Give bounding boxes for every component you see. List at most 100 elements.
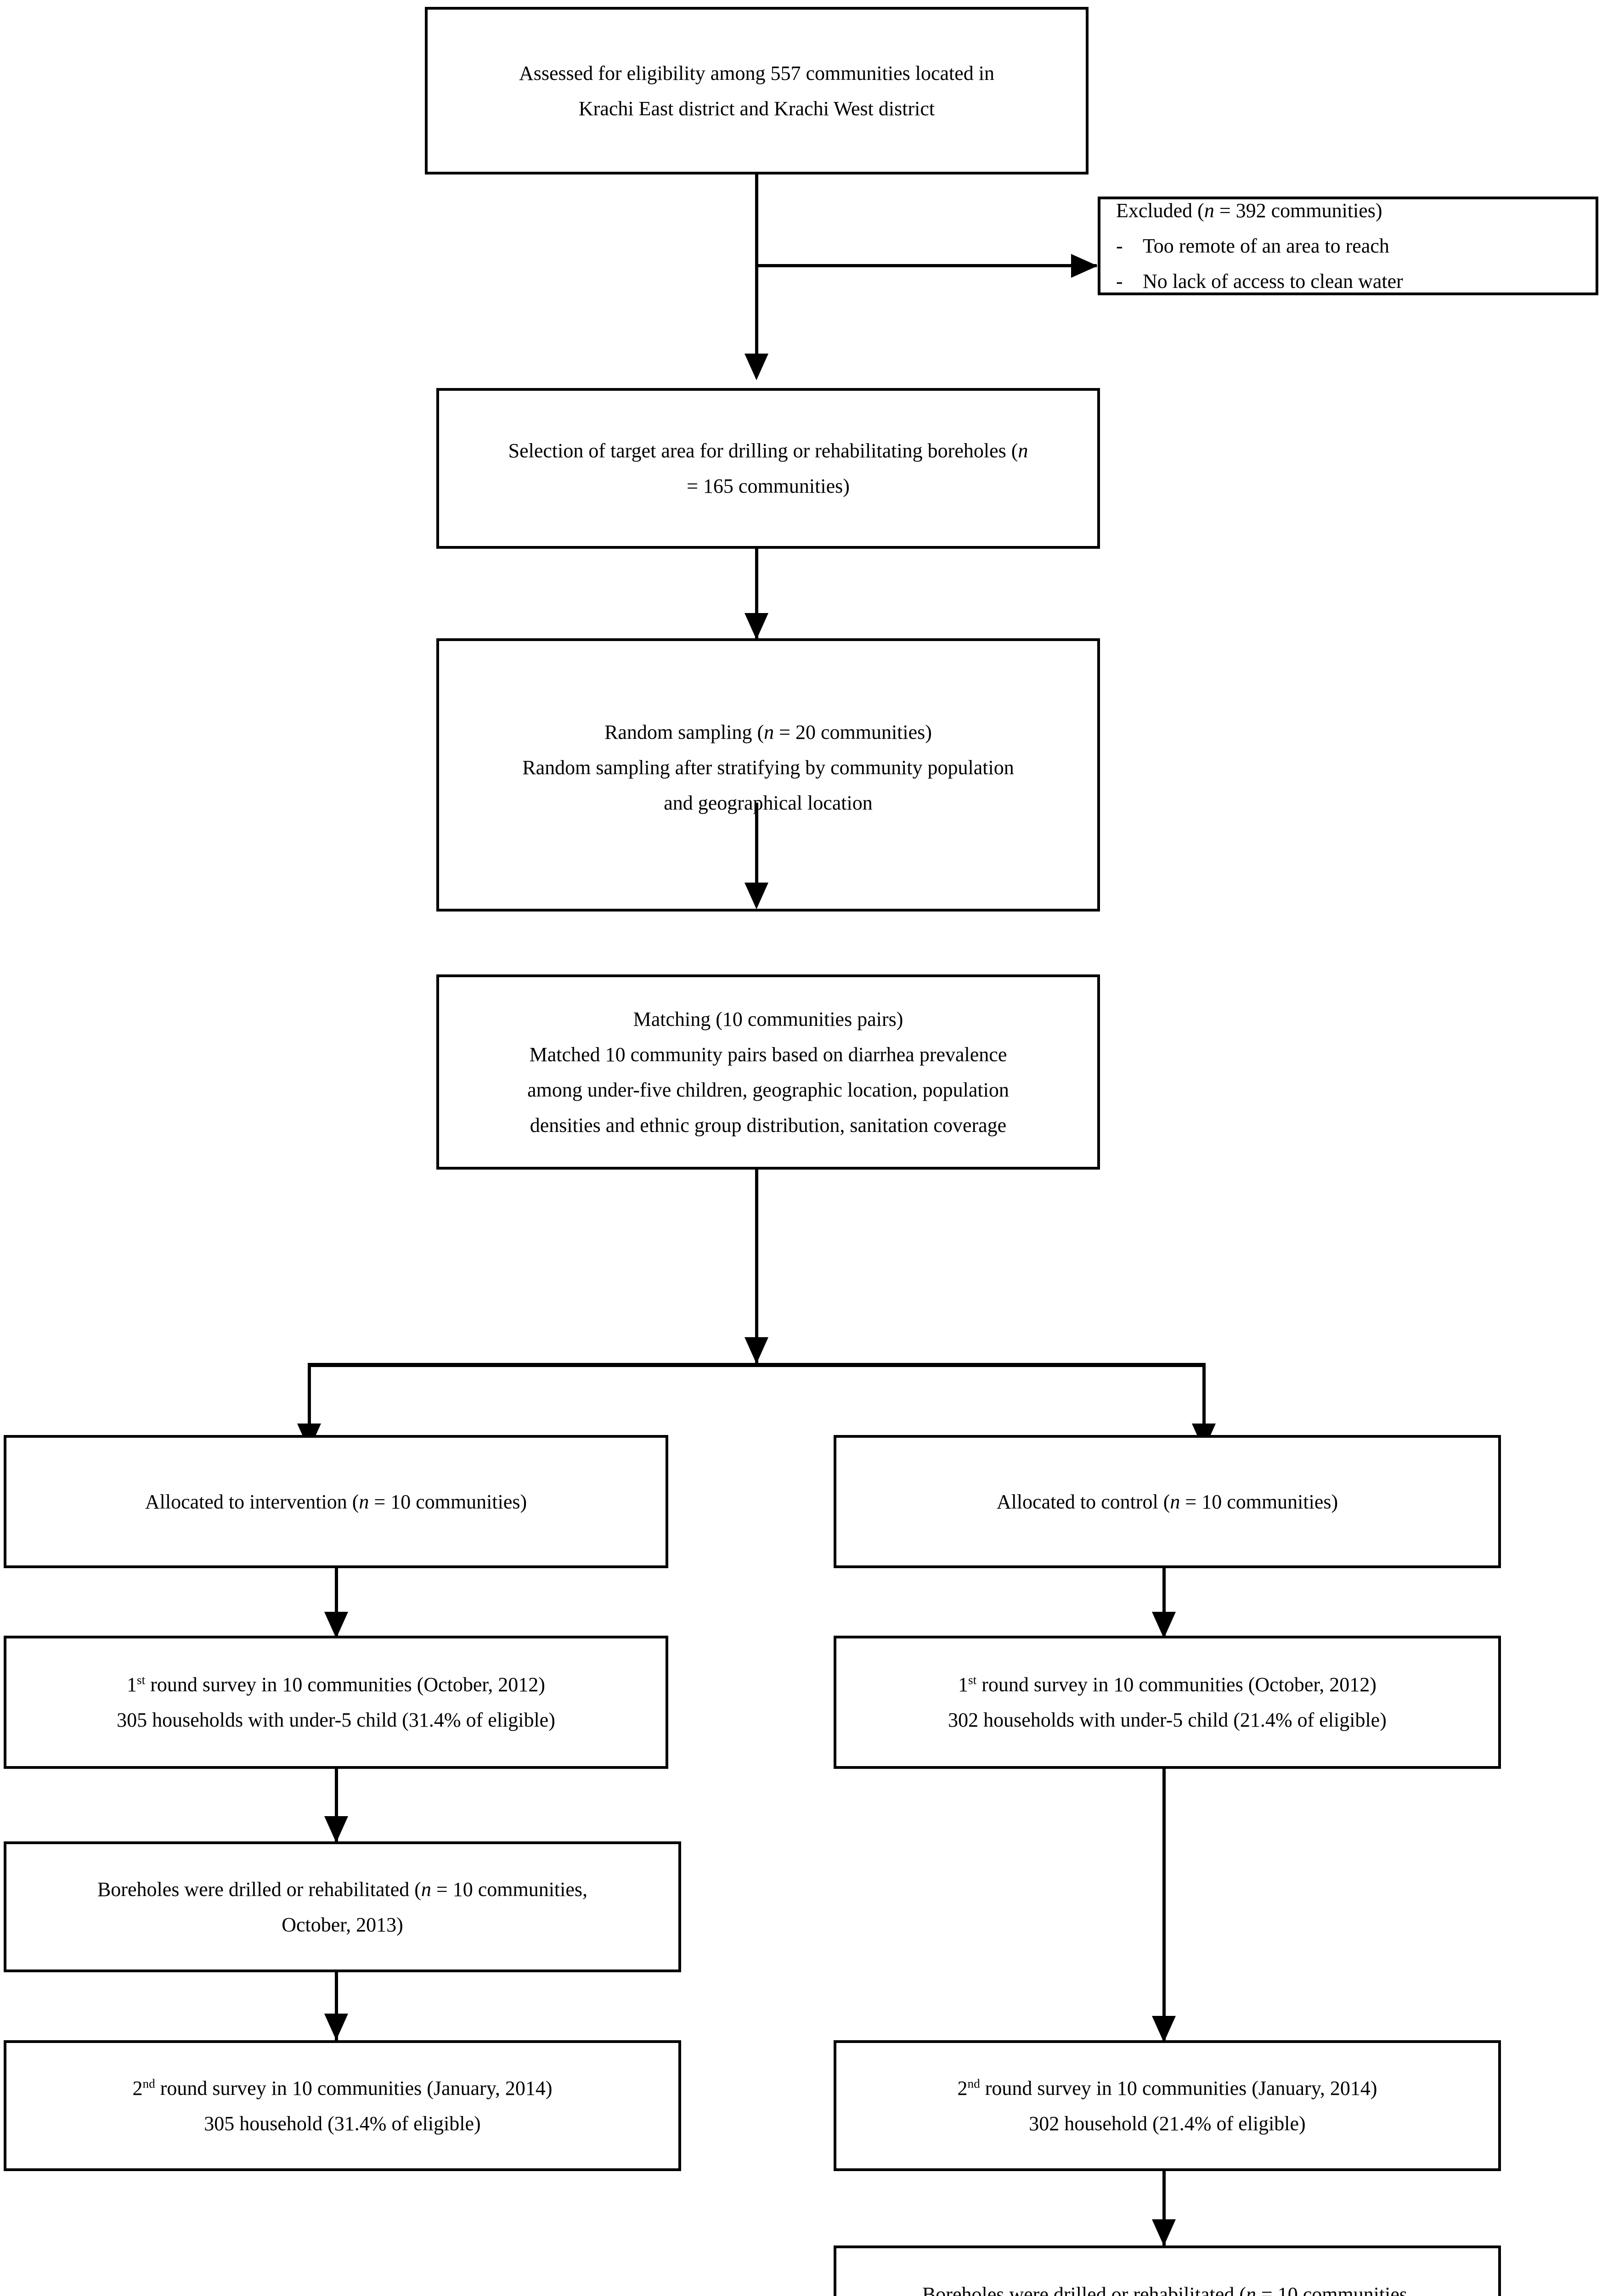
- boreholes-control-pre: Boreholes were drilled or rehabilitated …: [922, 2283, 1246, 2296]
- arrow-matching-to-split: [745, 1337, 768, 1364]
- alloc-control-n: n: [1170, 1490, 1180, 1513]
- survey2-intervention-line-2: 305 household (31.4% of eligible): [204, 2112, 481, 2135]
- survey2-intervention-sup: nd: [142, 2076, 155, 2090]
- connector-assessed-to-excluded: [757, 264, 1097, 267]
- connector-control-survey1-to-survey2: [1162, 1769, 1166, 2042]
- node-survey1-control: 1st round survey in 10 communities (Octo…: [834, 1636, 1501, 1769]
- survey1-intervention-rest: round survey in 10 communities (October,…: [145, 1673, 545, 1696]
- arrow-intervention-boreholes-to-survey2: [324, 2014, 348, 2040]
- survey1-intervention-sup: st: [137, 1673, 146, 1687]
- survey1-intervention-num: 1: [127, 1673, 137, 1696]
- split-bar-allocation: [308, 1363, 1206, 1367]
- boreholes-intervention-line-2: October, 2013): [282, 1913, 403, 1936]
- node-random-sampling: Random sampling (n = 20 communities) Ran…: [436, 638, 1100, 912]
- boreholes-control-post: = 10 communities,: [1256, 2283, 1413, 2296]
- excluded-bullet-2: - No lack of access to clean water: [1100, 264, 1596, 299]
- excluded-heading-post: = 392 communities): [1214, 199, 1382, 222]
- alloc-control-pre: Allocated to control (: [996, 1490, 1170, 1513]
- arrow-assessed-to-selection: [745, 354, 768, 380]
- excluded-heading-n: n: [1204, 199, 1214, 222]
- node-allocated-to-control: Allocated to control (n = 10 communities…: [834, 1435, 1501, 1568]
- bullet-dash-icon: -: [1116, 270, 1123, 293]
- arrow-assessed-to-excluded: [1071, 254, 1098, 278]
- survey2-intervention-line-1: 2nd round survey in 10 communities (Janu…: [22, 2071, 663, 2106]
- alloc-control-post: = 10 communities): [1180, 1490, 1338, 1513]
- excluded-heading-pre: Excluded (: [1116, 199, 1204, 222]
- arrow-control-survey1-to-survey2: [1152, 2016, 1176, 2043]
- arrow-intervention-survey1-to-boreholes: [324, 1816, 348, 1843]
- node-survey2-intervention: 2nd round survey in 10 communities (Janu…: [4, 2040, 681, 2171]
- node-allocated-to-intervention: Allocated to intervention (n = 10 commun…: [4, 1435, 668, 1568]
- node-matching: Matching (10 communities pairs) Matched …: [436, 974, 1100, 1170]
- arrow-control-alloc-to-survey1: [1152, 1612, 1176, 1638]
- alloc-intervention-pre: Allocated to intervention (: [145, 1490, 359, 1513]
- survey1-control-num: 1: [958, 1673, 969, 1696]
- arrow-random-sampling-internal: [745, 883, 768, 909]
- connector-selection-to-random-sampling: [755, 549, 758, 641]
- random-sampling-line-3: and geographical location: [664, 792, 873, 814]
- survey1-control-sup: st: [968, 1673, 977, 1687]
- alloc-control-line-1: Allocated to control (n = 10 communities…: [852, 1484, 1483, 1519]
- matching-line-4: densities and ethnic group distribution,…: [530, 1114, 1007, 1137]
- boreholes-intervention-post: = 10 communities,: [431, 1878, 588, 1901]
- assessed-line-2: Krachi East district and Krachi West dis…: [578, 97, 935, 120]
- excluded-bullet-2-text: No lack of access to clean water: [1143, 270, 1403, 293]
- survey1-control-line-1: 1st round survey in 10 communities (Octo…: [852, 1667, 1483, 1702]
- selection-line-1-n: n: [1018, 439, 1028, 462]
- alloc-intervention-post: = 10 communities): [369, 1490, 527, 1513]
- excluded-bullet-1-text: Too remote of an area to reach: [1143, 235, 1389, 257]
- boreholes-control-n: n: [1246, 2283, 1256, 2296]
- connector-matching-to-split: [755, 1170, 758, 1365]
- selection-line-1-pre: Selection of target area for drilling or…: [508, 439, 1018, 462]
- arrow-selection-to-random-sampling: [745, 613, 768, 640]
- random-sampling-line-1-post: = 20 communities): [774, 721, 932, 743]
- arrow-control-survey2-to-boreholes: [1152, 2219, 1176, 2246]
- connector-assessed-to-selection: [755, 174, 758, 363]
- alloc-intervention-line-1: Allocated to intervention (n = 10 commun…: [22, 1484, 650, 1519]
- random-sampling-line-1: Random sampling (n = 20 communities): [455, 715, 1082, 750]
- excluded-heading: Excluded (n = 392 communities): [1100, 193, 1602, 228]
- survey2-intervention-rest: round survey in 10 communities (January,…: [155, 2077, 553, 2099]
- node-boreholes-control: Boreholes were drilled or rehabilitated …: [834, 2245, 1501, 2296]
- node-survey2-control: 2nd round survey in 10 communities (Janu…: [834, 2040, 1501, 2171]
- random-sampling-line-2: Random sampling after stratifying by com…: [522, 756, 1014, 779]
- survey1-intervention-line-1: 1st round survey in 10 communities (Octo…: [22, 1667, 650, 1702]
- connector-control-survey2-to-boreholes: [1162, 2171, 1166, 2247]
- node-survey1-intervention: 1st round survey in 10 communities (Octo…: [4, 1636, 668, 1769]
- boreholes-intervention-line-1: Boreholes were drilled or rehabilitated …: [22, 1872, 663, 1907]
- boreholes-intervention-n: n: [421, 1878, 431, 1901]
- alloc-intervention-n: n: [359, 1490, 369, 1513]
- matching-line-1: Matching (10 communities pairs): [633, 1007, 903, 1030]
- boreholes-intervention-pre: Boreholes were drilled or rehabilitated …: [97, 1878, 421, 1901]
- survey2-control-line-1: 2nd round survey in 10 communities (Janu…: [852, 2071, 1483, 2106]
- node-assessed-for-eligibility: Assessed for eligibility among 557 commu…: [425, 7, 1089, 174]
- survey1-control-rest: round survey in 10 communities (October,…: [976, 1673, 1376, 1696]
- node-boreholes-intervention: Boreholes were drilled or rehabilitated …: [4, 1841, 681, 1972]
- node-excluded: Excluded (n = 392 communities) - Too rem…: [1098, 197, 1598, 295]
- selection-line-1: Selection of target area for drilling or…: [455, 433, 1082, 468]
- survey1-intervention-line-2: 305 households with under-5 child (31.4%…: [117, 1709, 555, 1731]
- arrow-intervention-alloc-to-survey1: [324, 1612, 348, 1638]
- survey2-control-line-2: 302 household (21.4% of eligible): [1029, 2112, 1306, 2135]
- survey2-control-num: 2: [957, 2077, 968, 2099]
- survey2-control-rest: round survey in 10 communities (January,…: [980, 2077, 1377, 2099]
- connector-control-alloc-to-survey1: [1162, 1568, 1166, 1639]
- boreholes-control-line-1: Boreholes were drilled or rehabilitated …: [852, 2277, 1483, 2296]
- excluded-bullet-1: - Too remote of an area to reach: [1100, 228, 1596, 264]
- survey2-control-sup: nd: [967, 2076, 980, 2090]
- bullet-dash-icon: -: [1116, 235, 1123, 257]
- matching-line-3: among under-five children, geographic lo…: [527, 1078, 1009, 1101]
- random-sampling-line-1-pre: Random sampling (: [604, 721, 764, 743]
- connector-split-to-intervention: [308, 1363, 311, 1450]
- connector-intervention-alloc-to-survey1: [335, 1568, 338, 1639]
- matching-line-2: Matched 10 community pairs based on diar…: [529, 1043, 1007, 1066]
- random-sampling-line-1-n: n: [764, 721, 774, 743]
- connector-intervention-survey1-to-boreholes: [335, 1769, 338, 1845]
- assessed-line-1: Assessed for eligibility among 557 commu…: [519, 62, 995, 84]
- connector-random-sampling-internal: [755, 803, 758, 888]
- survey2-intervention-num: 2: [132, 2077, 143, 2099]
- survey1-control-line-2: 302 households with under-5 child (21.4%…: [948, 1709, 1387, 1731]
- connector-intervention-boreholes-to-survey2: [335, 1972, 338, 2041]
- connector-split-to-control: [1202, 1363, 1206, 1450]
